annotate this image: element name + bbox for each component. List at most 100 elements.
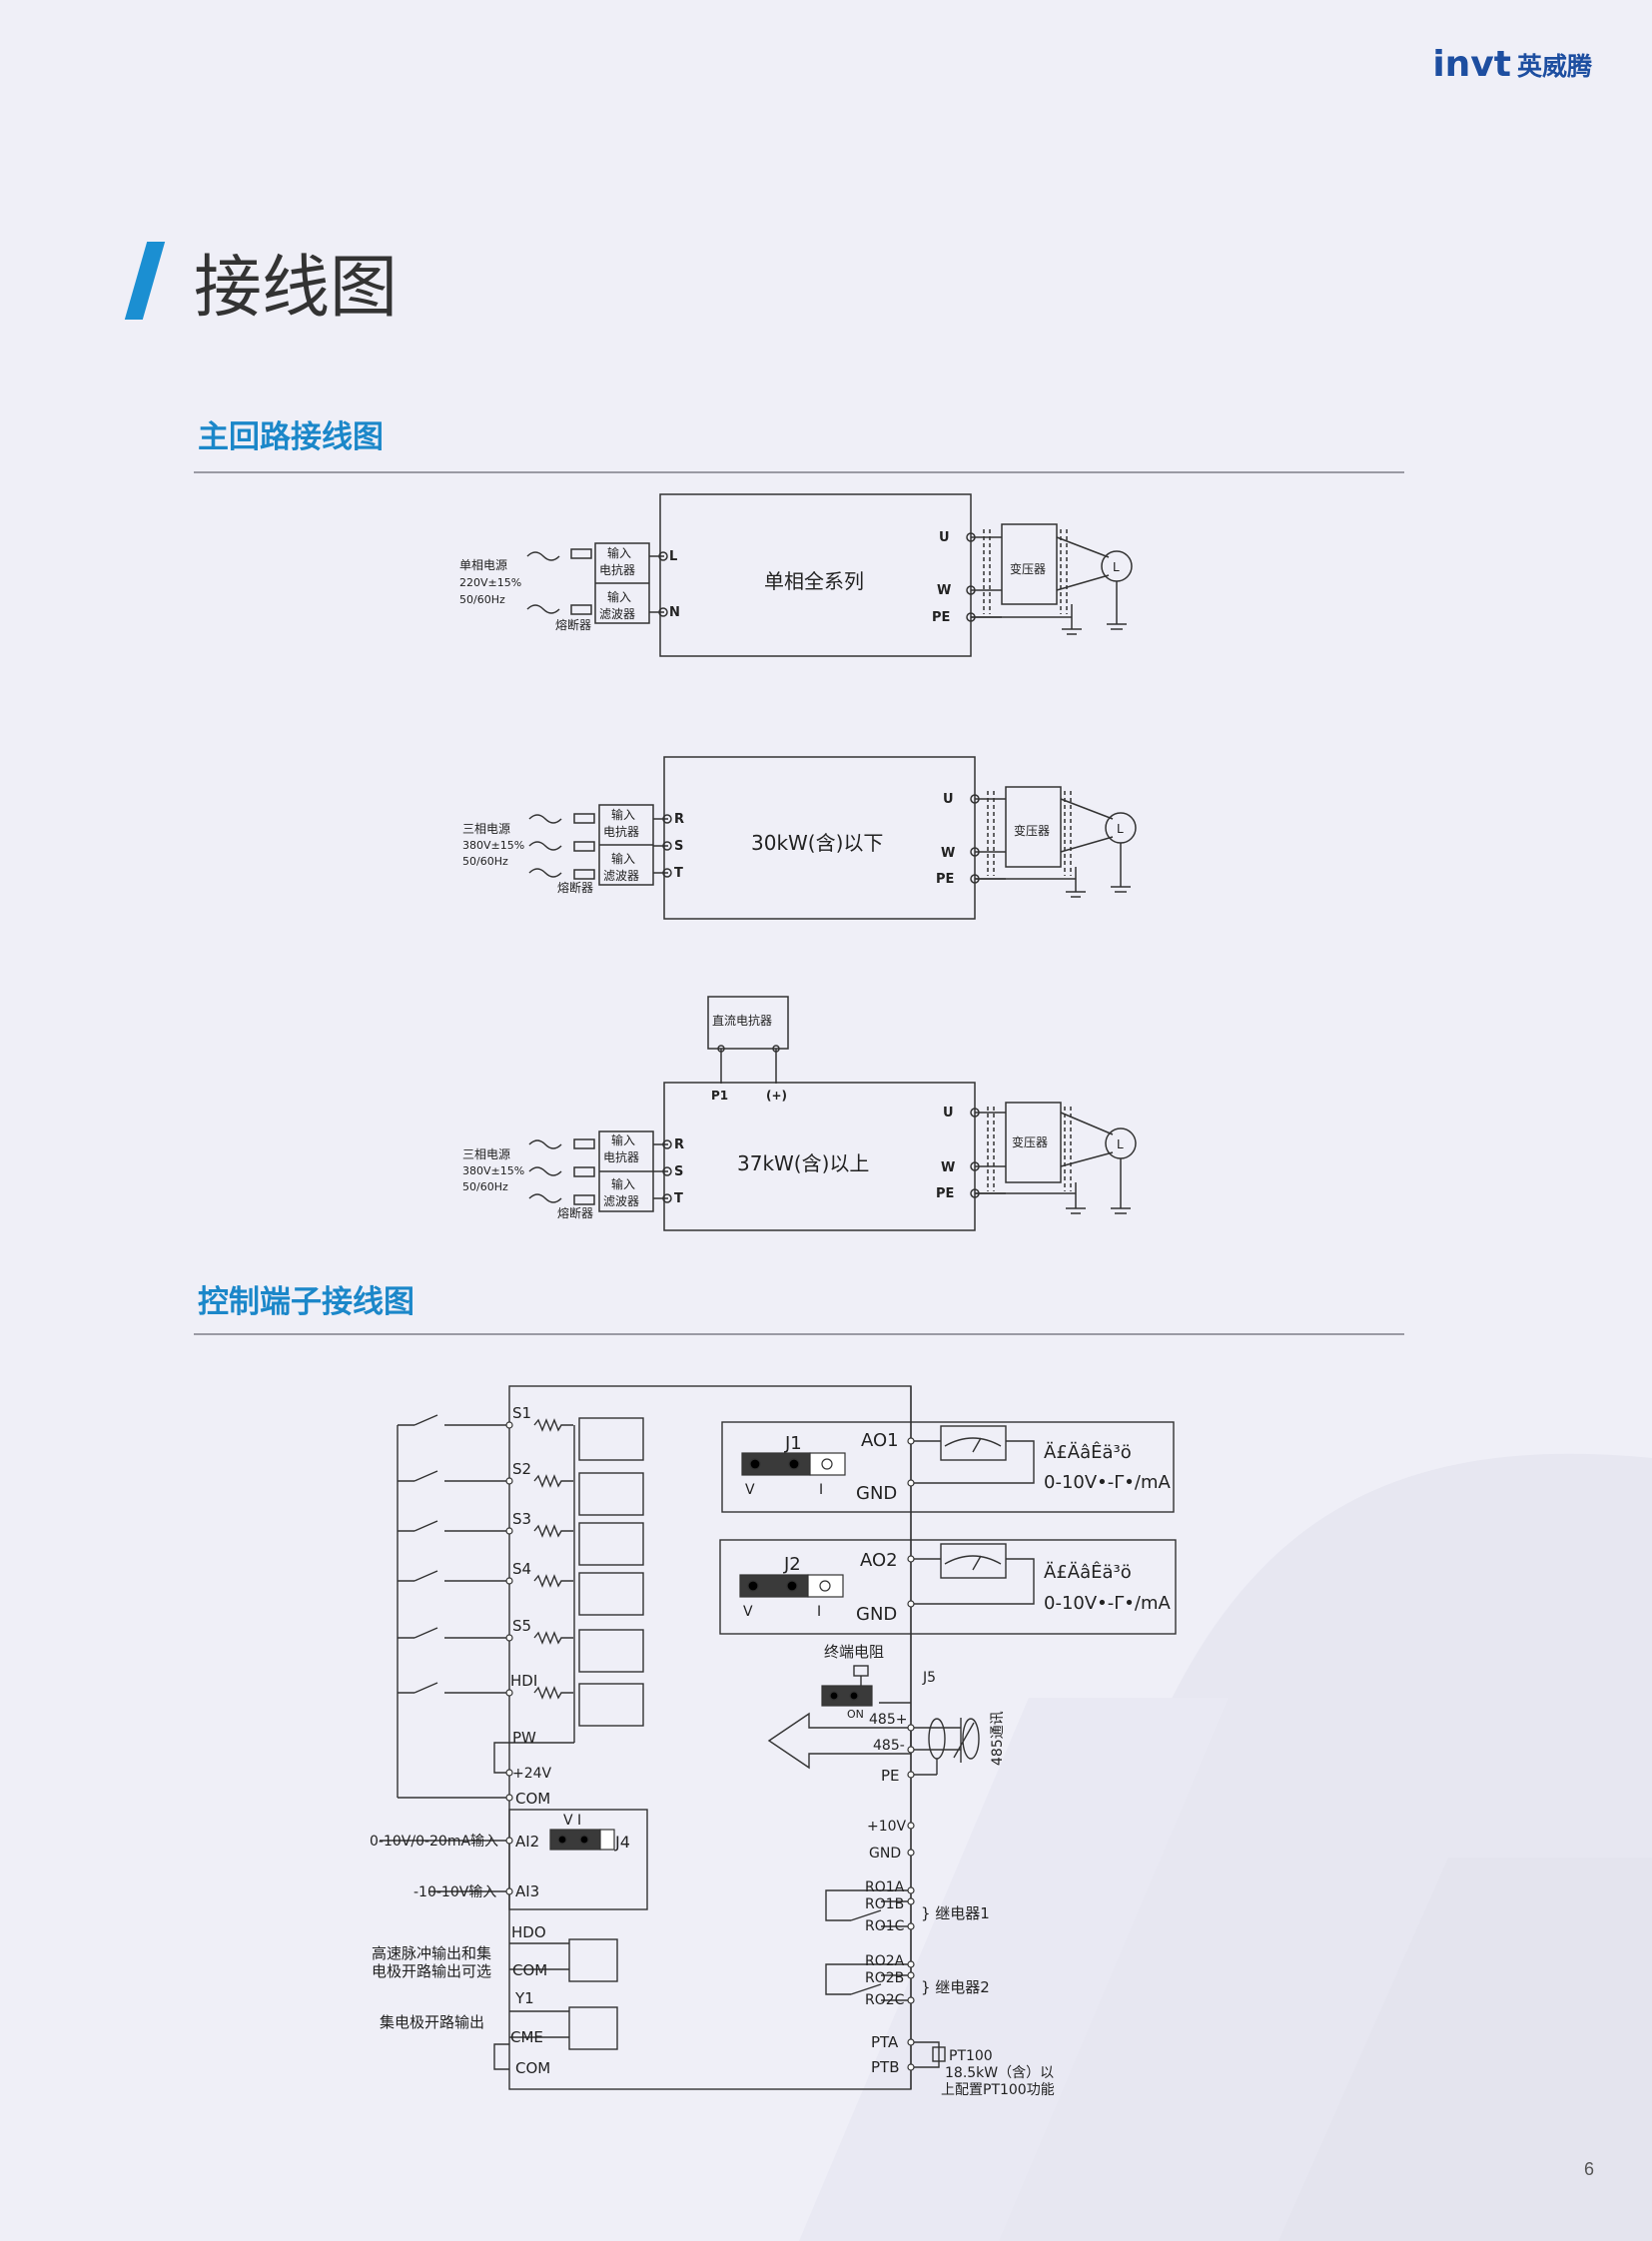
terminal-gnd-j1: GND: [856, 1483, 897, 1504]
terminal-485-plus: 485+: [869, 1712, 907, 1728]
ao2-meter-text-1: Ä£ÄâÊä³ö: [1044, 1561, 1132, 1583]
terminal-u: U: [943, 1106, 954, 1120]
terminal-w: W: [941, 846, 955, 861]
j1-v-label: V: [745, 1482, 755, 1498]
section-divider: [194, 471, 1404, 473]
source-text: 三相电源: [462, 822, 510, 836]
j2-label: J2: [783, 1554, 801, 1575]
terminal-pe: PE: [881, 1767, 900, 1785]
terminal-s1: S1: [512, 1404, 531, 1422]
brand-logo: invt 英威腾: [1432, 44, 1592, 85]
filter-label-2: 滤波器: [603, 869, 639, 883]
terminal-y1: Y1: [514, 1989, 534, 2007]
transformer-label: 变压器: [1012, 1134, 1048, 1149]
ao2-meter-text-2: 0-10V•-Γ•/mA: [1044, 1593, 1172, 1614]
ao1-meter-text-1: Ä£ÄâÊä³ö: [1044, 1441, 1132, 1463]
drive-label: 单相全系列: [764, 569, 864, 593]
section-title-main-circuit: 主回路接线图: [198, 419, 384, 455]
source-freq: 50/60Hz: [462, 1180, 508, 1193]
reactor-label-2: 电抗器: [599, 562, 635, 577]
terminal-r: R: [674, 812, 684, 827]
pt100-note-1: PT100: [949, 2048, 993, 2064]
filter-label-1: 输入: [607, 589, 631, 604]
motor-label: L: [1113, 560, 1120, 574]
y1-description: 集电极开路输出: [380, 2013, 484, 2031]
j2-i-label: I: [817, 1604, 821, 1620]
terminal-ai2: AI2: [515, 1833, 539, 1851]
source-voltage: 380V±15%: [462, 1164, 524, 1177]
reactor-label-1: 输入: [607, 545, 631, 560]
terminal-s: S: [674, 839, 683, 854]
transformer-label: 变压器: [1014, 823, 1050, 838]
terminal-485-minus: 485-: [873, 1738, 905, 1754]
terminal-ao2: AO2: [860, 1550, 898, 1571]
terminal-s4: S4: [512, 1560, 531, 1578]
j1-i-label: I: [819, 1482, 823, 1498]
termination-resistor-label: 终端电阻: [824, 1643, 884, 1661]
relay2-label: } 继电器2: [921, 1978, 990, 1996]
fuse-label: 熔断器: [557, 1205, 593, 1220]
reactor-label-1: 输入: [611, 1132, 635, 1147]
source-freq: 50/60Hz: [459, 593, 505, 606]
terminal-r: R: [674, 1137, 684, 1152]
terminal-24v: +24V: [512, 1766, 552, 1782]
drive-label: 30kW(含)以下: [751, 831, 883, 855]
relay1-label: } 继电器1: [921, 1904, 990, 1922]
terminal-ro1c: RO1C: [865, 1918, 905, 1934]
reactor-label-2: 电抗器: [603, 824, 639, 839]
hdo-description-2: 电极开路输出可选: [372, 1962, 491, 1980]
source-freq: 50/60Hz: [462, 855, 508, 868]
terminal-ro2b: RO2B: [865, 1970, 904, 1986]
terminal-w: W: [941, 1160, 955, 1175]
terminal-w: W: [937, 583, 951, 598]
j4-label: J4: [614, 1833, 630, 1852]
terminal-ptb: PTB: [871, 2058, 900, 2076]
terminal-gnd: GND: [869, 1846, 901, 1862]
transformer-label: 变压器: [1010, 561, 1046, 576]
rs485-comm-label: 485通讯: [990, 1711, 1006, 1766]
source-text: 单相电源: [459, 558, 507, 572]
terminal-ro1b: RO1B: [865, 1896, 904, 1912]
terminal-plus: (+): [766, 1089, 787, 1103]
logo-latin: invt: [1432, 44, 1511, 85]
source-voltage: 220V±15%: [459, 576, 521, 589]
terminal-s5: S5: [512, 1617, 531, 1635]
filter-label-1: 输入: [611, 851, 635, 866]
terminal-pe: PE: [936, 1186, 954, 1201]
page-title: 接线图: [194, 249, 399, 328]
terminal-u: U: [943, 792, 954, 807]
terminal-ro2a: RO2A: [865, 1953, 905, 1969]
fuse-label: 熔断器: [557, 880, 593, 895]
terminal-t: T: [674, 1191, 683, 1206]
ao1-meter-text-2: 0-10V•-Γ•/mA: [1044, 1472, 1172, 1493]
terminal-hdo: HDO: [511, 1923, 546, 1941]
terminal-s3: S3: [512, 1510, 531, 1528]
terminal-s2: S2: [512, 1460, 531, 1478]
terminal-pe: PE: [936, 872, 954, 887]
j5-label: J5: [922, 1670, 936, 1686]
terminal-gnd-j2: GND: [856, 1604, 897, 1625]
pt100-note-3: 上配置PT100功能: [941, 2082, 1055, 2098]
terminal-n: N: [669, 605, 680, 620]
motor-label: L: [1117, 1137, 1124, 1151]
pt100-note-2: 18.5kW（含）以: [945, 2065, 1054, 2081]
terminal-com: COM: [515, 1790, 550, 1808]
terminal-pw: PW: [512, 1729, 536, 1747]
j1-label: J1: [784, 1433, 802, 1454]
page-number: 6: [1583, 2159, 1594, 2179]
source-text: 三相电源: [462, 1147, 510, 1161]
terminal-l: L: [669, 549, 677, 564]
terminal-ao1: AO1: [861, 1430, 899, 1451]
ai3-description: -10-10V输入: [413, 1884, 496, 1900]
terminal-com-2: COM: [512, 1961, 547, 1979]
j4-vi-label: V I: [563, 1813, 581, 1829]
filter-label-2: 滤波器: [599, 607, 635, 621]
terminal-ai3: AI3: [515, 1882, 539, 1900]
terminal-hdi: HDI: [510, 1672, 537, 1690]
